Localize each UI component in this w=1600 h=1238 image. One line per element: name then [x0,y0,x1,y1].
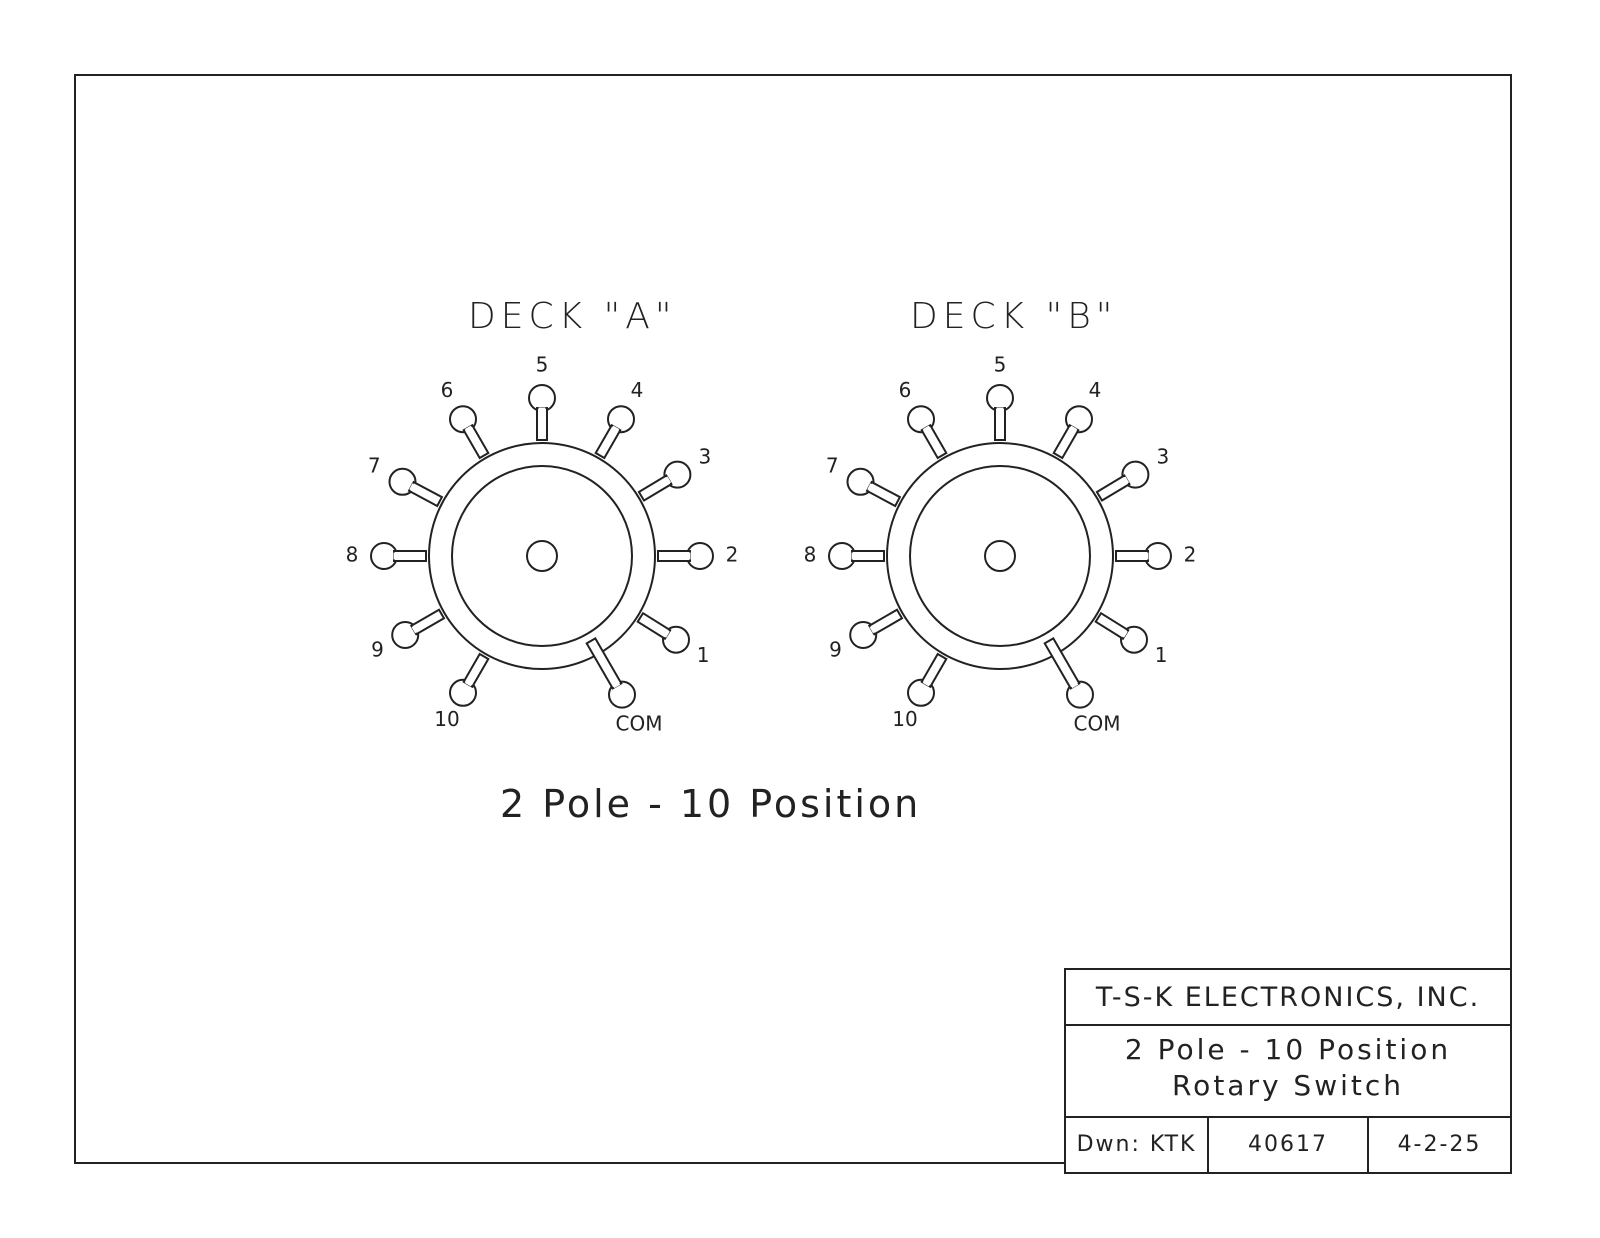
deck-b-terminal-label-10: 10 [892,707,917,731]
deck-a-shaft-hub [526,540,558,572]
deck-b-terminal-9-head [849,621,878,649]
deck-b-terminal-4-head [1065,405,1093,434]
deck-a-terminal-7-seam [409,483,416,491]
deck-b-terminal-1-seam [1121,630,1128,638]
deck-a-terminal-label-10: 10 [434,707,459,731]
deck-b-terminal-label-4: 4 [1089,378,1102,402]
deck-a-terminal-label-6: 6 [441,378,454,402]
deck-a-terminal-10-tab [462,652,490,689]
deck-b-common-terminal-seam [1070,682,1079,689]
deck-b-shaft-hub [984,540,1016,572]
deck-b-terminal-6-head [907,405,935,434]
deck-a-terminal-6-seam [464,425,473,432]
deck-a-terminal-label-7: 7 [368,453,381,477]
title-block: T-S-K ELECTRONICS, INC. 2 Pole - 10 Posi… [1064,968,1512,1174]
deck-b-terminal-8-tab [851,550,885,562]
company-name: T-S-K ELECTRONICS, INC. [1066,970,1510,1026]
deck-a-common-terminal-seam [612,682,621,689]
deck-b-terminal-3-head [1121,460,1150,489]
deck-a-common-terminal-head [608,680,636,709]
drawn-by: Dwn: KTK [1066,1118,1209,1172]
deck-a-terminal-label-5: 5 [536,353,549,377]
deck-b-terminal-10-tab [920,652,948,689]
drawing-description: 2 Pole - 10 Position Rotary Switch [1066,1026,1510,1118]
deck-b-terminal-4-tab [1052,423,1080,460]
deck-a-terminal-5-tab [536,407,548,441]
deck-a-common-label: COM [616,712,663,736]
deck-a-terminal-label-8: 8 [346,543,359,567]
description-line-2: Rotary Switch [1171,1069,1405,1102]
deck-b-terminal-9-seam [869,625,876,634]
deck-b-terminal-7-seam [867,483,874,491]
deck-b-terminal-7-head [846,467,875,496]
deck-a-terminal-6-tab [462,423,490,460]
drawing-border [74,74,1512,1164]
deck-a-terminal-2-tab [657,550,691,562]
deck-a-terminal-4-tab [594,423,622,460]
title-block-info-row: Dwn: KTK 40617 4-2-25 [1066,1118,1510,1172]
deck-a-terminal-10-seam [464,680,473,687]
deck-a-terminal-1-seam [663,630,670,638]
deck-a-terminal-3-seam [664,476,672,485]
deck-b-common-terminal-tab [1043,637,1081,690]
diagram-subtitle: 2 Pole - 10 Position [500,782,922,826]
deck-a-terminal-4-head [607,405,635,434]
deck-a-terminal-3-head [663,460,692,489]
deck-a-terminal-4-seam [611,425,620,432]
part-number: 40617 [1209,1118,1369,1172]
deck-b-terminal-label-5: 5 [994,353,1007,377]
deck-a-terminal-8-tab [393,550,427,562]
deck-b-terminal-label-1: 1 [1155,643,1168,667]
deck-b-terminal-6-seam [922,425,931,432]
deck-b-terminal-4-seam [1069,425,1078,432]
deck-a-terminal-1-tab [636,611,672,641]
deck-b-terminal-7-tab [865,480,902,508]
deck-b-terminal-3-tab [1095,474,1131,502]
deck-a-terminal-10-head [449,678,477,707]
deck-b-terminal-label-8: 8 [804,543,817,567]
deck-a-terminal-label-1: 1 [697,643,710,667]
deck-a-terminal-7-head [388,467,417,496]
deck-b-common-label: COM [1074,712,1121,736]
deck-a-terminal-9-seam [411,625,418,634]
deck-a-title: DECK "A" [468,296,677,337]
deck-b-terminal-9-tab [867,608,904,636]
deck-a-terminal-3-tab [637,474,673,502]
deck-b-terminal-6-tab [920,423,948,460]
deck-a-terminal-9-head [391,621,420,649]
deck-b-terminal-label-2: 2 [1184,543,1197,567]
deck-a-terminal-9-tab [409,608,446,636]
deck-a-common-terminal-tab [585,637,623,690]
deck-b-terminal-1-tab [1094,611,1130,641]
deck-b-terminal-2-tab [1115,550,1149,562]
description-line-1: 2 Pole - 10 Position [1124,1033,1452,1066]
deck-b-terminal-label-6: 6 [899,378,912,402]
deck-b-terminal-label-7: 7 [826,453,839,477]
deck-b-terminal-3-seam [1122,476,1130,485]
deck-b-terminal-label-3: 3 [1157,445,1170,469]
deck-b-common-terminal-head [1066,680,1094,709]
deck-a-terminal-label-2: 2 [726,543,739,567]
deck-a-terminal-label-4: 4 [631,378,644,402]
deck-b-terminal-10-seam [922,680,931,687]
deck-a-terminal-label-3: 3 [699,445,712,469]
deck-a-terminal-7-tab [407,480,444,508]
deck-b-terminal-label-9: 9 [829,638,842,662]
deck-a-terminal-6-head [449,405,477,434]
deck-b-title: DECK "B" [910,296,1118,337]
drawing-date: 4-2-25 [1397,1132,1482,1157]
deck-b-terminal-5-tab [994,407,1006,441]
deck-b-terminal-10-head [907,678,935,707]
deck-a-terminal-label-9: 9 [371,638,384,662]
